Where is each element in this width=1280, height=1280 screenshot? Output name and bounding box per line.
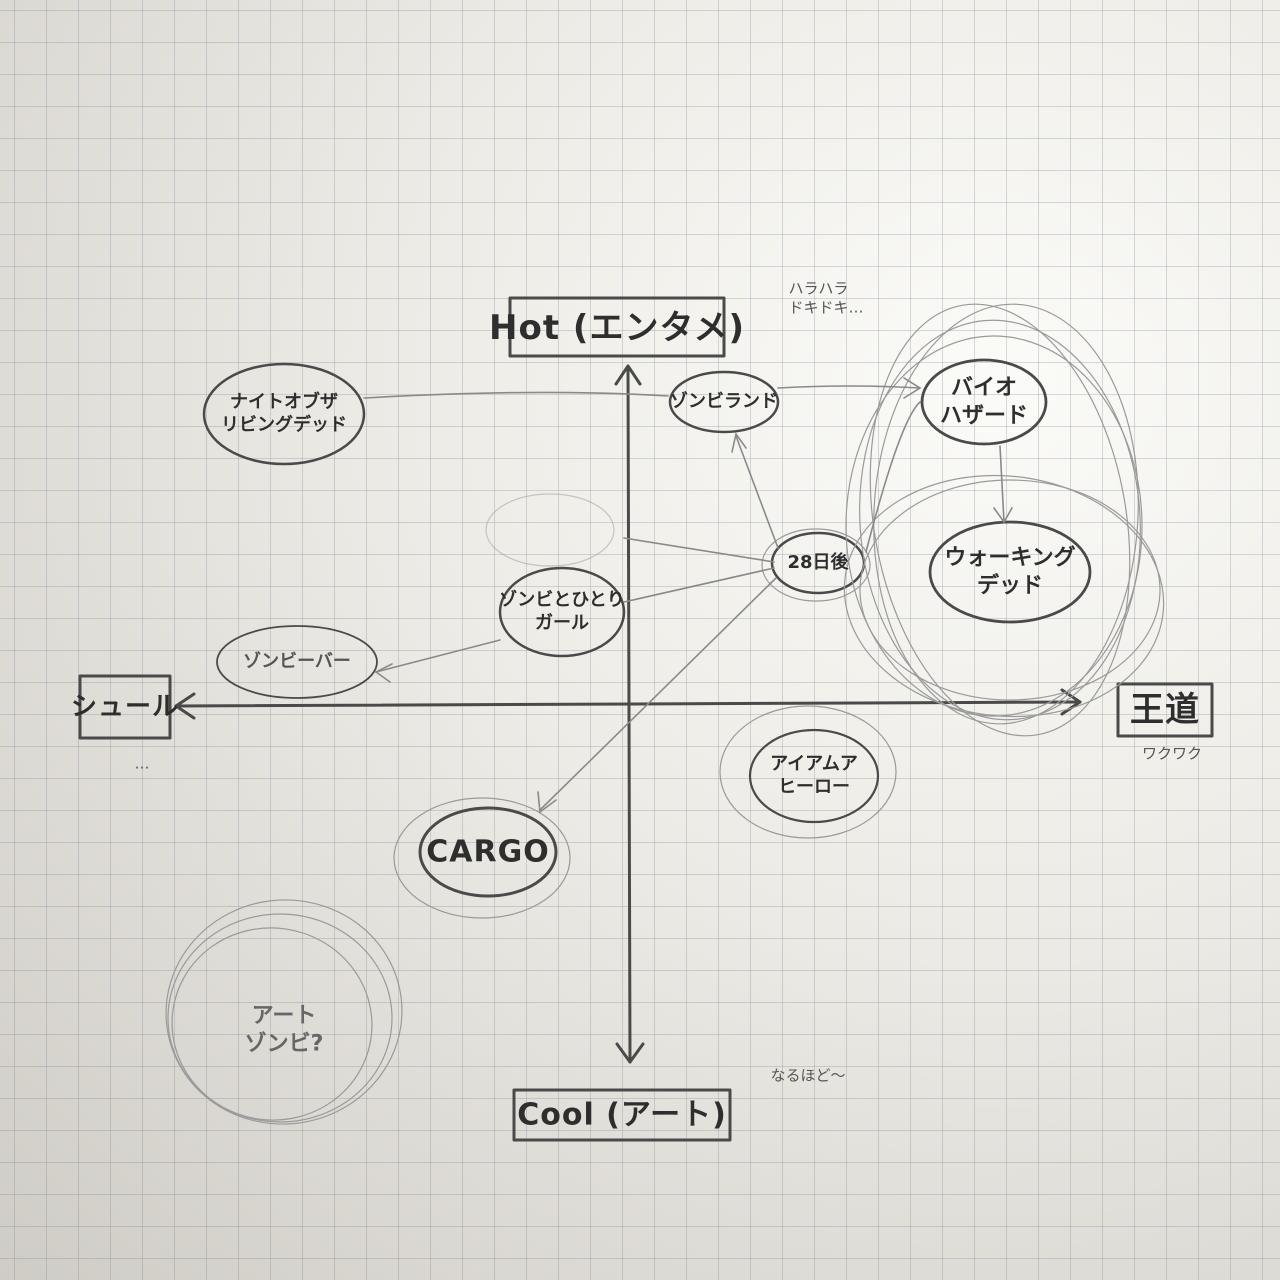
node-ellipse-zombie-bar bbox=[216, 625, 378, 699]
node-ellipse-night-of-living-dead bbox=[202, 362, 366, 466]
walking-dead-cluster-scribble bbox=[843, 303, 1165, 737]
node-ellipse-biohazard bbox=[920, 358, 1048, 446]
node-art-zombie: アート ゾンビ? bbox=[244, 1003, 324, 1057]
node-ellipse-zombie-hitori-girl bbox=[498, 566, 626, 658]
node-ellipse-zombieland bbox=[668, 370, 780, 434]
node-walking-dead: ウォーキング デッド bbox=[944, 545, 1076, 599]
note-wakuwaku: ワクワク bbox=[1141, 744, 1203, 763]
node-zombieland: ゾンビランド bbox=[670, 390, 778, 412]
hot-box bbox=[508, 296, 726, 358]
node-ellipse-i-am-a-hero-outer bbox=[719, 705, 897, 839]
cool-box bbox=[512, 1088, 732, 1142]
node-ellipse-cargo-outer bbox=[393, 797, 571, 919]
node-i-am-a-hero: アイアムア ヒーロー bbox=[770, 753, 858, 798]
node-cargo: CARGO bbox=[426, 834, 550, 870]
surreal-box bbox=[78, 674, 172, 740]
node-zombie-hitori-girl: ゾンビとひとり ガール bbox=[499, 589, 625, 634]
node-ellipse-cargo bbox=[418, 806, 558, 898]
axis-label-cool: Cool (アート) bbox=[517, 1097, 727, 1133]
note-naruhodo: なるほど〜 bbox=[770, 1066, 846, 1085]
note-harahara-dokidoki: ハラハラ ドキドキ… bbox=[788, 279, 864, 316]
connection-lines bbox=[363, 377, 1013, 814]
node-ellipse-i-am-a-hero bbox=[748, 728, 880, 824]
node-zombie-bar: ゾンビーバー bbox=[243, 650, 351, 672]
node-ellipse-walking-dead bbox=[928, 520, 1092, 624]
art-zombie-scribbles bbox=[165, 899, 403, 1125]
orthodox-box bbox=[1116, 682, 1214, 738]
node-28-days-later: 28日後 bbox=[787, 551, 849, 573]
axis-label-hot: Hot (エンタメ) bbox=[489, 307, 745, 348]
axis-label-orthodox: 王道 bbox=[1130, 689, 1200, 730]
erased-node bbox=[485, 493, 615, 567]
note-ellipsis: … bbox=[134, 754, 150, 773]
vertical-axis bbox=[614, 364, 645, 1064]
node-biohazard: バイオ ハザード bbox=[939, 375, 1029, 429]
node-night-of-living-dead: ナイトオブザ リビングデッド bbox=[221, 391, 347, 436]
node-ellipse-28-days-outer bbox=[761, 528, 871, 602]
axis-label-surreal: シュール bbox=[70, 691, 180, 722]
